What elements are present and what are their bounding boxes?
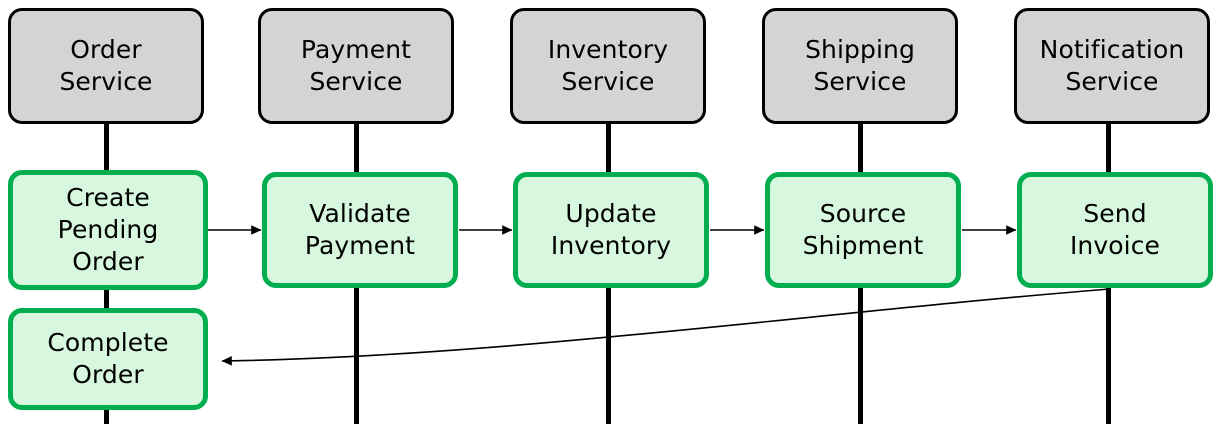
activity-create-pending-order[interactable]: Create Pending Order — [8, 170, 208, 290]
activity-label: Update Inventory — [550, 199, 672, 260]
activity-source-shipment[interactable]: Source Shipment — [765, 172, 961, 288]
activity-validate-payment[interactable]: Validate Payment — [262, 172, 458, 288]
participant-shipping-service[interactable]: Shipping Service — [762, 8, 958, 124]
activity-label: Source Shipment — [802, 199, 924, 260]
participant-label: Order Service — [59, 35, 153, 96]
participant-order-service[interactable]: Order Service — [8, 8, 204, 124]
participant-inventory-service[interactable]: Inventory Service — [510, 8, 706, 124]
activity-label: Create Pending Order — [57, 183, 159, 276]
participant-label: Payment Service — [300, 35, 412, 96]
activity-update-inventory[interactable]: Update Inventory — [513, 172, 709, 288]
participant-payment-service[interactable]: Payment Service — [258, 8, 454, 124]
participant-label: Inventory Service — [547, 35, 669, 96]
activity-label: Send Invoice — [1069, 199, 1161, 260]
activity-label: Validate Payment — [304, 199, 416, 260]
activity-label: Complete Order — [47, 328, 169, 389]
participant-notification-service[interactable]: Notification Service — [1014, 8, 1210, 124]
participant-label: Notification Service — [1039, 35, 1185, 96]
activity-send-invoice[interactable]: Send Invoice — [1017, 172, 1213, 288]
activity-complete-order[interactable]: Complete Order — [8, 308, 208, 410]
participant-label: Shipping Service — [805, 35, 915, 96]
